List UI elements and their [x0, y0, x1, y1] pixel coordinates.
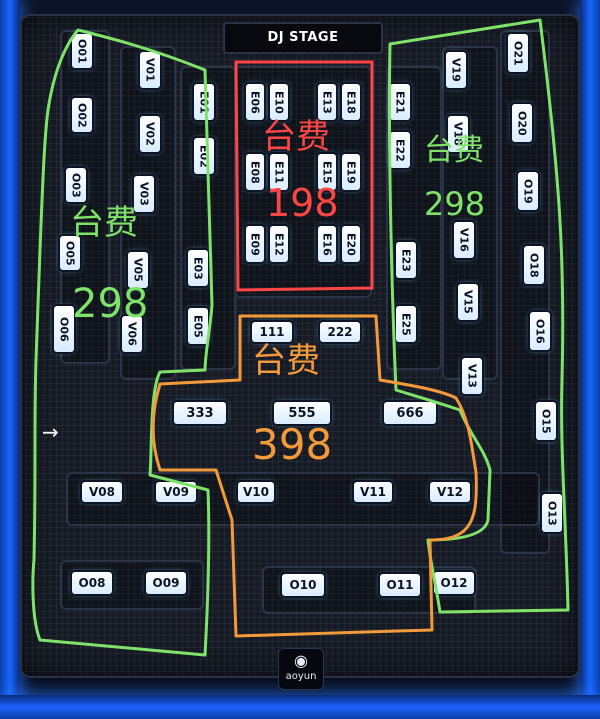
table-e03[interactable]: E03 — [188, 250, 208, 286]
dj-stage: DJ STAGE — [223, 22, 383, 54]
table-o20[interactable]: O20 — [512, 104, 532, 142]
zone-center-dance-price: 398 — [252, 420, 333, 469]
table-v09[interactable]: V09 — [156, 482, 196, 502]
table-o01[interactable]: O01 — [72, 34, 92, 68]
table-555[interactable]: 555 — [274, 402, 330, 424]
table-o19[interactable]: O19 — [518, 172, 538, 210]
table-v13[interactable]: V13 — [462, 358, 482, 394]
table-o15[interactable]: O15 — [536, 402, 556, 440]
table-e06[interactable]: E06 — [246, 84, 264, 120]
table-666[interactable]: 666 — [384, 402, 436, 424]
zone-left-label: 台费 — [70, 203, 138, 243]
table-o16[interactable]: O16 — [530, 312, 550, 350]
table-e15[interactable]: E15 — [318, 154, 336, 190]
table-222[interactable]: 222 — [320, 322, 360, 342]
table-e22[interactable]: E22 — [390, 132, 410, 168]
zone-center-front-outline — [234, 60, 374, 292]
table-e25[interactable]: E25 — [396, 306, 416, 342]
zone-left-price: 298 — [72, 281, 149, 327]
bottom-frame — [0, 695, 600, 719]
table-v18[interactable]: V18 — [448, 116, 468, 152]
table-o13[interactable]: O13 — [542, 494, 562, 532]
table-v02[interactable]: V02 — [140, 116, 160, 152]
table-o03[interactable]: O03 — [66, 168, 86, 202]
table-e09[interactable]: E09 — [246, 226, 264, 262]
table-v12[interactable]: V12 — [430, 482, 470, 502]
table-e08[interactable]: E08 — [246, 154, 264, 190]
table-o12[interactable]: O12 — [434, 572, 474, 594]
table-e16[interactable]: E16 — [318, 226, 336, 262]
table-v06[interactable]: V06 — [122, 316, 142, 352]
table-v01[interactable]: V01 — [140, 52, 160, 88]
table-v15[interactable]: V15 — [458, 284, 478, 320]
table-v11[interactable]: V11 — [354, 482, 392, 502]
table-e20[interactable]: E20 — [342, 226, 360, 262]
table-e11[interactable]: E11 — [270, 154, 288, 190]
zone-center-front-label: 台费 — [262, 117, 330, 157]
table-o08[interactable]: O08 — [72, 572, 112, 594]
zone-center-dance-outline — [151, 314, 478, 638]
mask-icon: ◉ — [294, 651, 308, 670]
zone-right-price: 298 — [424, 185, 486, 223]
table-v16[interactable]: V16 — [454, 222, 474, 258]
zone-right-label: 台费 — [424, 133, 484, 168]
entry-arrow-icon: → — [42, 420, 59, 444]
table-v05[interactable]: V05 — [128, 252, 148, 288]
logo-text: aoyun — [285, 671, 317, 682]
table-o21[interactable]: O21 — [508, 34, 528, 72]
table-e19[interactable]: E19 — [342, 154, 360, 190]
table-o10[interactable]: O10 — [282, 574, 324, 596]
table-v03[interactable]: V03 — [134, 176, 154, 212]
table-v10[interactable]: V10 — [238, 482, 274, 502]
table-o11[interactable]: O11 — [380, 574, 420, 596]
table-333[interactable]: 333 — [174, 402, 226, 424]
table-o06[interactable]: O06 — [54, 306, 74, 352]
table-o05[interactable]: O05 — [60, 236, 80, 270]
table-o02[interactable]: O02 — [72, 98, 92, 132]
table-v08[interactable]: V08 — [82, 482, 122, 502]
table-e21[interactable]: E21 — [390, 84, 410, 120]
table-e23[interactable]: E23 — [396, 242, 416, 278]
table-e12[interactable]: E12 — [270, 226, 288, 262]
table-v19[interactable]: V19 — [446, 52, 466, 88]
zone-center-front-price: 198 — [266, 181, 339, 225]
left-frame — [0, 0, 20, 719]
table-o09[interactable]: O09 — [146, 572, 186, 594]
zone-center-dance-label: 台费 — [252, 341, 320, 381]
table-e13[interactable]: E13 — [318, 84, 336, 120]
table-o18[interactable]: O18 — [524, 246, 544, 284]
table-e05[interactable]: E05 — [188, 308, 208, 344]
table-e10[interactable]: E10 — [270, 84, 288, 120]
table-111[interactable]: 111 — [252, 322, 292, 342]
right-frame — [580, 0, 600, 719]
venue-logo: ◉ aoyun — [278, 648, 324, 690]
zone-left-outline — [31, 28, 214, 657]
zone-right-outline — [387, 18, 570, 614]
table-e18[interactable]: E18 — [342, 84, 360, 120]
